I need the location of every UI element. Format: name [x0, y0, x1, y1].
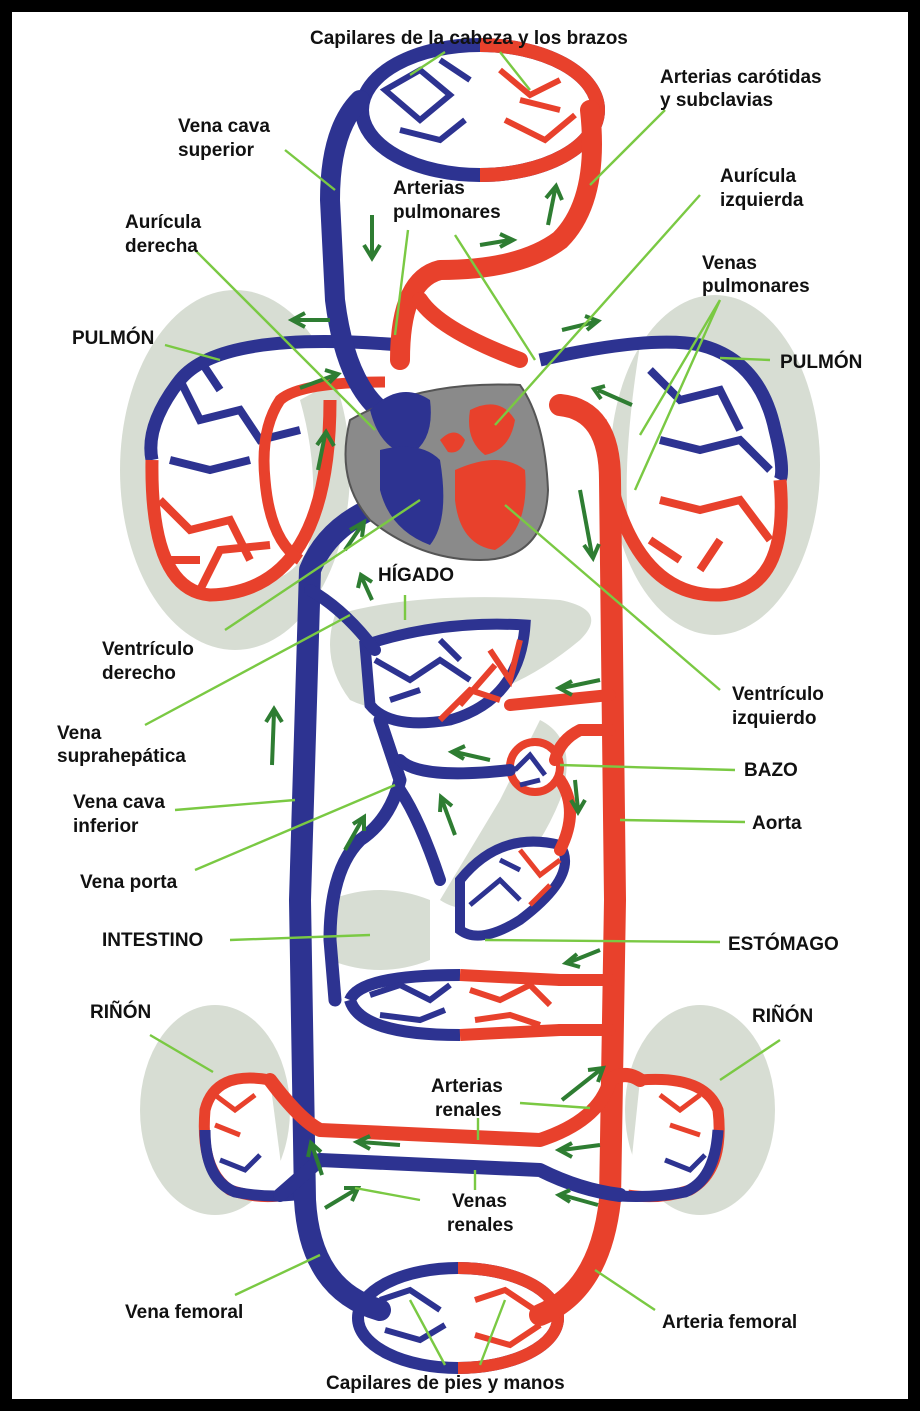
- label-rinon-der: RIÑÓN: [752, 1005, 813, 1027]
- label-ventriculo-derecho-2: derecho: [102, 663, 176, 684]
- label-arterias-carotidas: Arterias carótidas: [660, 67, 822, 88]
- label-vena-suprahepatica-2: suprahepática: [57, 746, 186, 767]
- label-ventriculo-izquierdo: Ventrículo: [732, 684, 824, 705]
- label-venas-pulmonares: Venas: [702, 253, 757, 274]
- label-arterias-renales-2: renales: [435, 1100, 502, 1121]
- intestine: [330, 890, 430, 970]
- label-capilares-pies: Capilares de pies y manos: [326, 1373, 565, 1394]
- label-aorta: Aorta: [752, 813, 802, 834]
- label-auricula-izquierda-2: izquierda: [720, 190, 804, 211]
- label-venas-pulmonares-2: pulmonares: [702, 276, 810, 297]
- label-vena-cava-superior-2: superior: [178, 140, 255, 161]
- capillary-head: [362, 45, 598, 175]
- label-arterias-renales: Arterias: [431, 1076, 503, 1097]
- label-rinon-izq: RIÑÓN: [90, 1001, 151, 1023]
- label-arterias-pulmonares-2: pulmonares: [393, 202, 501, 223]
- capillary-intestine: [350, 975, 560, 1035]
- label-vena-suprahepatica: Vena: [57, 723, 102, 744]
- label-auricula-izquierda: Aurícula: [720, 166, 796, 187]
- label-venas-renales: Venas: [452, 1191, 507, 1212]
- label-ventriculo-izquierdo-2: izquierdo: [732, 708, 816, 729]
- label-auricula-derecha-2: derecha: [125, 236, 198, 257]
- label-arterias-pulmonares: Arterias: [393, 178, 465, 199]
- label-pulmon-der: PULMÓN: [780, 351, 862, 373]
- label-venas-renales-2: renales: [447, 1215, 514, 1236]
- label-vena-femoral: Vena femoral: [125, 1302, 243, 1323]
- label-arterias-carotidas-2: y subclavias: [660, 90, 773, 111]
- label-auricula-derecha: Aurícula: [125, 212, 201, 233]
- label-estomago: ESTÓMAGO: [728, 933, 839, 955]
- label-vena-cava-inferior: Vena cava: [73, 792, 165, 813]
- capillary-feet: [358, 1268, 558, 1368]
- label-bazo: BAZO: [744, 760, 798, 781]
- label-pulmon-izq: PULMÓN: [72, 327, 154, 349]
- label-vena-cava-inferior-2: inferior: [73, 816, 139, 837]
- label-higado: HÍGADO: [378, 564, 454, 586]
- label-vena-porta: Vena porta: [80, 872, 178, 893]
- label-arteria-femoral: Arteria femoral: [662, 1312, 797, 1333]
- label-capilares-cabeza: Capilares de la cabeza y los brazos: [310, 28, 628, 49]
- label-ventriculo-derecho: Ventrículo: [102, 639, 194, 660]
- label-intestino: INTESTINO: [102, 930, 203, 951]
- label-vena-cava-superior: Vena cava: [178, 116, 270, 137]
